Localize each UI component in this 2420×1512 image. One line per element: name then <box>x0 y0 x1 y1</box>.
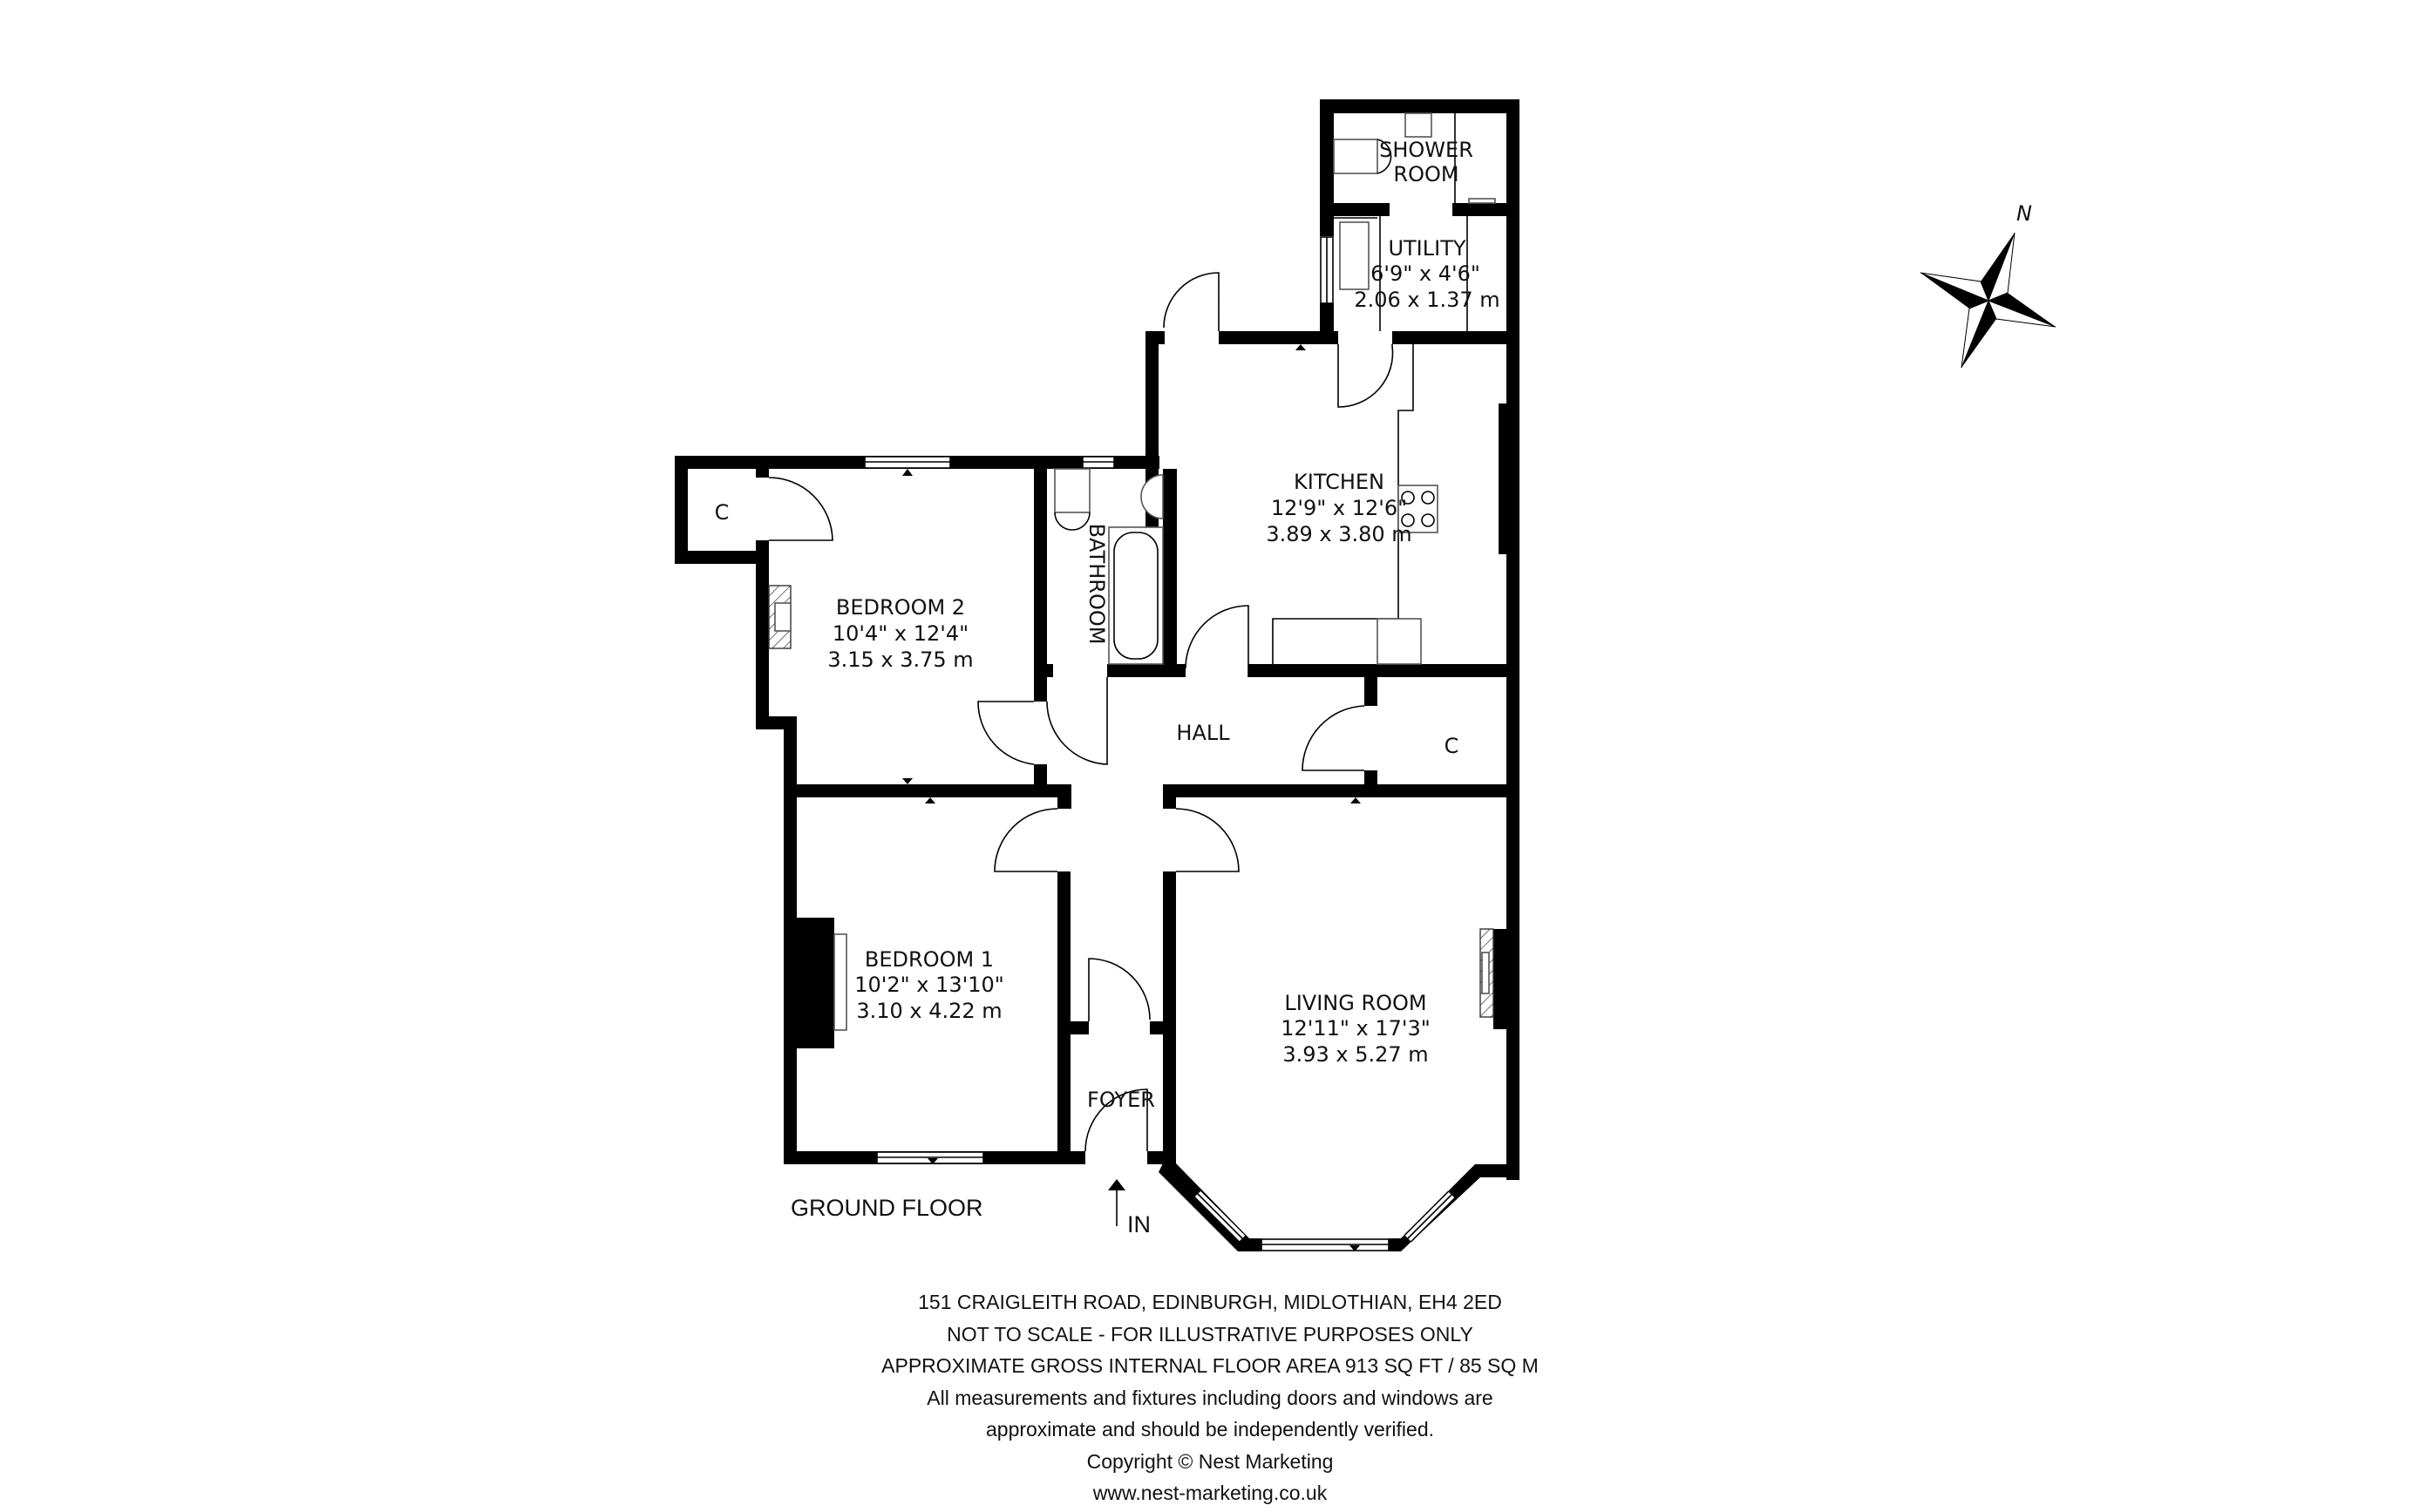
room-name: KITCHEN <box>1294 470 1384 494</box>
room-foyer: FOYER <box>1087 1088 1155 1112</box>
room-dimensions-metric: 3.15 x 3.75 m <box>827 648 973 672</box>
room-name: BEDROOM 2 <box>836 595 965 620</box>
room-name: BEDROOM 1 <box>865 947 994 972</box>
room-dimensions-metric: 3.89 x 3.80 m <box>1266 522 1411 546</box>
entrance-label: IN <box>1127 1211 1151 1237</box>
room-dimensions-imperial: 6'9" x 4'6" <box>1370 261 1480 286</box>
compass-rose-icon <box>1920 232 2056 369</box>
room-name: UTILITY <box>1388 236 1465 261</box>
room-name: BATHROOM <box>1084 524 1109 645</box>
room-dimensions-metric: 2.06 x 1.37 m <box>1354 288 1499 312</box>
room-dimensions-metric: 3.93 x 5.27 m <box>1282 1042 1428 1067</box>
room-name: HALL <box>1176 721 1230 745</box>
address: 151 CRAIGLEITH ROAD, EDINBURGH, MIDLOTHI… <box>918 1291 1502 1313</box>
copyright: Copyright © Nest Marketing <box>1086 1449 1334 1473</box>
doors <box>768 217 1394 1152</box>
disclaimer-line-1: All measurements and fixtures including … <box>927 1386 1493 1409</box>
room-hall: HALL <box>1176 721 1230 745</box>
room-name: LIVING ROOM <box>1284 991 1426 1015</box>
floor-label: GROUND FLOOR <box>791 1195 983 1221</box>
room-name: ROOM <box>1393 162 1458 186</box>
fixtures <box>768 112 1496 1031</box>
room-utility: UTILITY 6'9" x 4'6" 2.06 x 1.37 m <box>1354 236 1499 312</box>
room-cupboard-hall: C <box>1445 734 1459 758</box>
footer: 151 CRAIGLEITH ROAD, EDINBURGH, MIDLOTHI… <box>0 1286 2420 1509</box>
room-dimensions-metric: 3.10 x 4.22 m <box>856 999 1002 1023</box>
room-name: FOYER <box>1087 1088 1155 1112</box>
scale-note: NOT TO SCALE - FOR ILLUSTRATIVE PURPOSES… <box>947 1322 1473 1346</box>
room-cupboard-bedroom-2: C <box>715 500 730 525</box>
website: www.nest-marketing.co.uk <box>1092 1481 1328 1504</box>
room-dimensions-imperial: 12'9" x 12'6" <box>1271 496 1407 520</box>
compass-north-label: N <box>2016 201 2032 226</box>
room-bathroom: BATHROOM <box>1084 524 1109 645</box>
room-dimensions-imperial: 10'2" x 13'10" <box>854 973 1004 997</box>
room-shower: SHOWER ROOM <box>1379 138 1473 186</box>
room-name: C <box>1445 734 1459 758</box>
room-bedroom-1: BEDROOM 1 10'2" x 13'10" 3.10 x 4.22 m <box>854 947 1004 1023</box>
room-bedroom-2: BEDROOM 2 10'4" x 12'4" 3.15 x 3.75 m <box>827 595 973 672</box>
floor-area: APPROXIMATE GROSS INTERNAL FLOOR AREA 91… <box>881 1354 1539 1377</box>
measurement-markers <box>902 344 1361 1251</box>
room-living-room: LIVING ROOM 12'11" x 17'3" 3.93 x 5.27 m <box>1281 991 1431 1067</box>
room-dimensions-imperial: 12'11" x 17'3" <box>1281 1016 1431 1041</box>
room-name: C <box>715 500 730 525</box>
room-name: SHOWER <box>1379 138 1473 162</box>
windows <box>864 236 1456 1251</box>
disclaimer-line-2: approximate and should be independently … <box>985 1418 1435 1441</box>
room-dimensions-imperial: 10'4" x 12'4" <box>833 621 969 646</box>
entrance-arrow-icon <box>1108 1179 1125 1226</box>
walls <box>675 99 1519 1251</box>
room-kitchen: KITCHEN 12'9" x 12'6" 3.89 x 3.80 m <box>1266 470 1411 546</box>
